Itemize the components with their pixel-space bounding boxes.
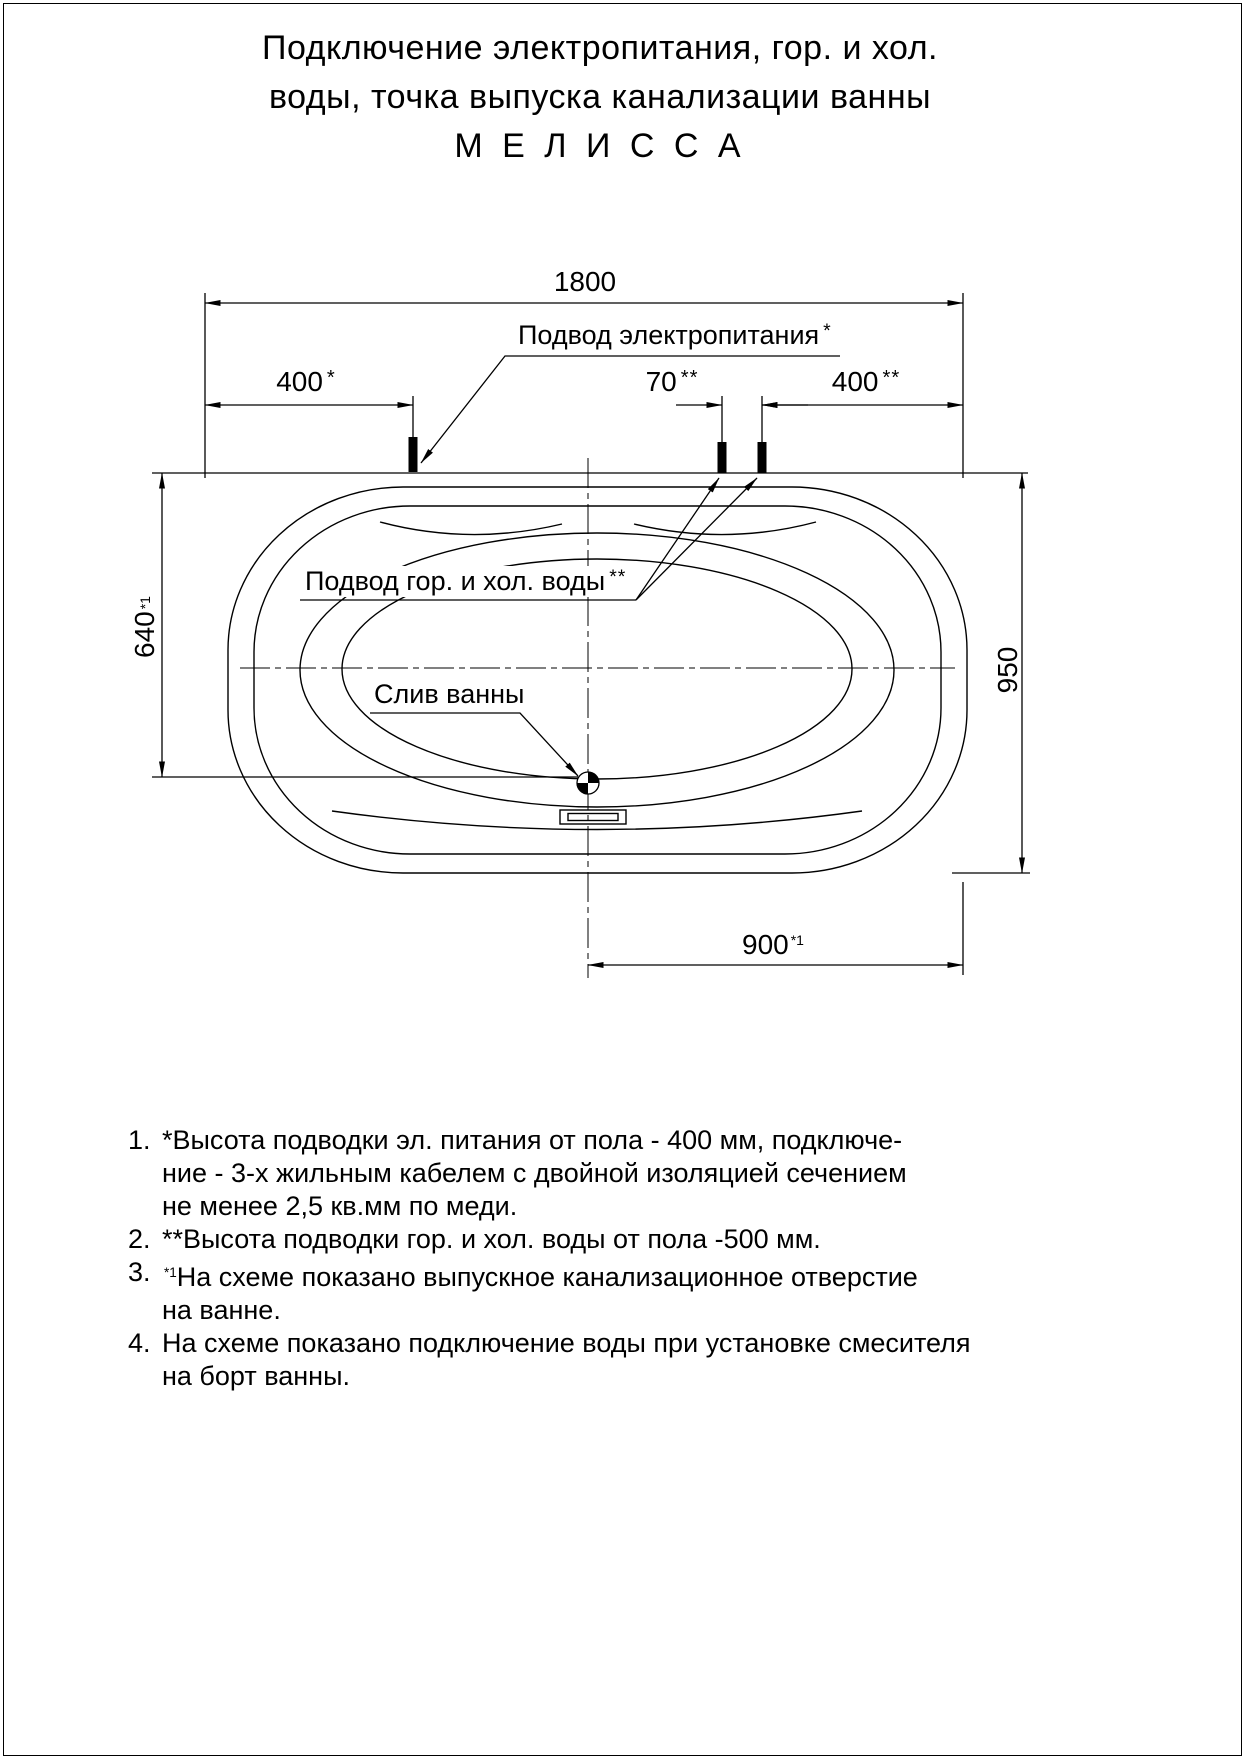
- dim-400-left-sup: *: [326, 366, 336, 389]
- title-line-1: Подключение электропитания, гор. и хол.: [262, 29, 938, 67]
- note-number: 2.: [128, 1224, 151, 1254]
- connection-marks: [408, 437, 767, 473]
- drain-leader-arrow: [370, 712, 579, 777]
- water-leader-arrow-1: [635, 477, 720, 601]
- water-supply-label: Подвод гор. и хол. воды**: [302, 566, 630, 597]
- dim-640-sup: *1: [137, 596, 153, 610]
- hot-water-connection-mark: [717, 442, 727, 473]
- note-number: [128, 1360, 162, 1393]
- note-line: не менее 2,5 кв.мм по меди.: [128, 1190, 1108, 1223]
- notes-block: 1. *Высота подводки эл. питания от пола -…: [128, 1124, 1108, 1393]
- dim-400-left-label: 400*: [276, 366, 336, 397]
- bathtub-outline: [227, 486, 968, 874]
- bottom-rim-curve: [331, 810, 863, 831]
- note-text: на ванне.: [162, 1294, 281, 1325]
- center-lines: [240, 458, 955, 978]
- leader-arrows: [300, 355, 840, 777]
- note-line: 4. На схеме показано подключение воды при…: [128, 1327, 1108, 1360]
- note-line: 2. **Высота подводки гор. и хол. воды от …: [128, 1223, 1108, 1256]
- note-text-body: На схеме показано выпускное канализацион…: [176, 1261, 918, 1292]
- power-label-sup: *: [823, 320, 832, 343]
- note-number: 4.: [128, 1327, 151, 1358]
- dim-950-label: 950: [992, 646, 1023, 694]
- note-number: 1.: [128, 1125, 151, 1155]
- note-line: 3. *1На схеме показано выпускное канализа…: [128, 1256, 1108, 1294]
- power-leader-arrow: [420, 355, 840, 464]
- note-number: 3.: [128, 1257, 151, 1287]
- note-text: ние - 3-х жильным кабелем с двойной изол…: [162, 1158, 907, 1188]
- note-text: на борт ванны.: [162, 1360, 350, 1391]
- overflow-slot-inner: [567, 812, 619, 822]
- note-text: **Высота подводки гор. и хол. воды от по…: [162, 1224, 821, 1254]
- note-number: [128, 1294, 162, 1327]
- note-sup: *1: [164, 1265, 177, 1280]
- drain-label: Слив ванны: [371, 679, 528, 710]
- note-line: 1. *Высота подводки эл. питания от пола -…: [128, 1124, 1108, 1157]
- note-line: на ванне.: [128, 1294, 1108, 1327]
- title-line-3: М Е Л И С С А: [454, 127, 746, 165]
- note-text: *1На схеме показано выпускное канализаци…: [162, 1256, 918, 1294]
- water-leader-arrow-2: [635, 477, 758, 601]
- title-line-2: воды, точка выпуска канализации ванны: [268, 78, 932, 116]
- note-number: [128, 1190, 162, 1223]
- dim-900-label: 900*1: [742, 929, 804, 960]
- dim-640-label: 640*1: [129, 596, 160, 658]
- headrest-curve-right: [633, 521, 817, 536]
- headrest-curve-left: [379, 521, 563, 536]
- dim-900-sup: *1: [790, 931, 804, 948]
- dim-70-sup: **: [680, 366, 699, 389]
- drain-symbol: [576, 771, 600, 795]
- overflow-slot-outer: [559, 809, 627, 825]
- note-text: *Высота подводки эл. питания от пола - 4…: [162, 1125, 903, 1155]
- power-connection-mark: [408, 437, 418, 472]
- note-line: ние - 3-х жильным кабелем с двойной изол…: [128, 1157, 1108, 1190]
- cold-water-connection-mark: [757, 442, 767, 473]
- power-supply-label: Подвод электропитания*: [518, 320, 832, 350]
- note-number: [128, 1157, 162, 1190]
- dim-70-label: 70**: [645, 366, 699, 397]
- page-border: [3, 3, 1242, 1756]
- drawing-title: Подключение электропитания, гор. и хол. …: [0, 24, 1200, 171]
- dim-400-right-sup: **: [882, 366, 901, 389]
- note-text: На схеме показано подключение воды при у…: [162, 1327, 971, 1358]
- dimension-lines: [152, 293, 1030, 975]
- note-text: не менее 2,5 кв.мм по меди.: [162, 1191, 518, 1221]
- dim-1800-label: 1800: [553, 266, 617, 297]
- water-label-sup: **: [609, 566, 627, 589]
- note-line: на борт ванны.: [128, 1360, 1108, 1393]
- dim-400-right-label: 400**: [831, 366, 901, 397]
